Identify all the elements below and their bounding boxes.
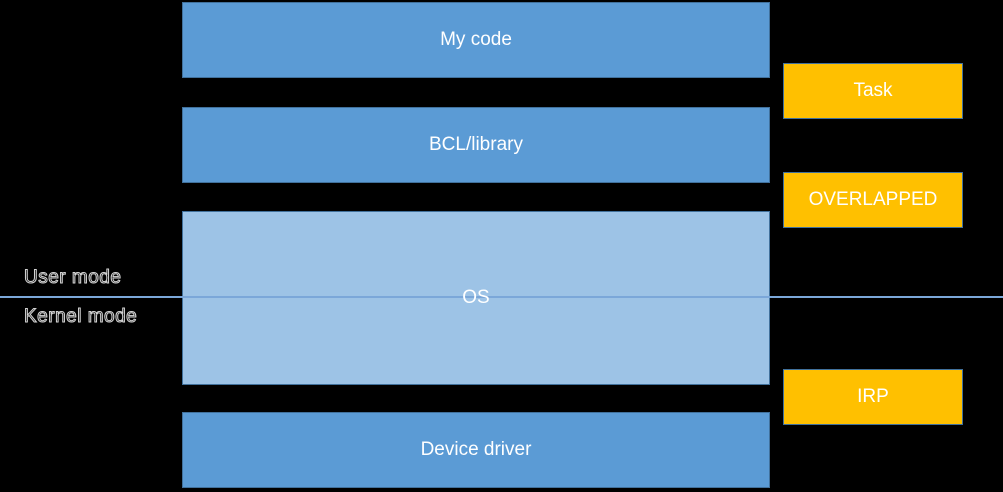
box-irp: IRP	[783, 369, 963, 425]
box-device-driver: Device driver	[182, 412, 770, 488]
box-irp-label: IRP	[857, 386, 889, 407]
box-my-code-label: My code	[440, 29, 512, 50]
box-task: Task	[783, 63, 963, 119]
box-overlapped-label: OVERLAPPED	[808, 189, 938, 210]
box-os: OS	[182, 211, 770, 385]
box-bcl-library-label: BCL/library	[429, 134, 523, 155]
kernel-mode-label: Kernel mode	[23, 306, 138, 328]
box-overlapped: OVERLAPPED	[783, 172, 963, 228]
user-kernel-divider-line	[0, 296, 1003, 298]
box-task-label: Task	[853, 80, 893, 101]
box-device-driver-label: Device driver	[420, 439, 532, 460]
user-mode-label: User mode	[23, 267, 122, 289]
box-bcl-library: BCL/library	[182, 107, 770, 183]
box-os-label: OS	[462, 287, 490, 308]
box-my-code: My code	[182, 2, 770, 78]
